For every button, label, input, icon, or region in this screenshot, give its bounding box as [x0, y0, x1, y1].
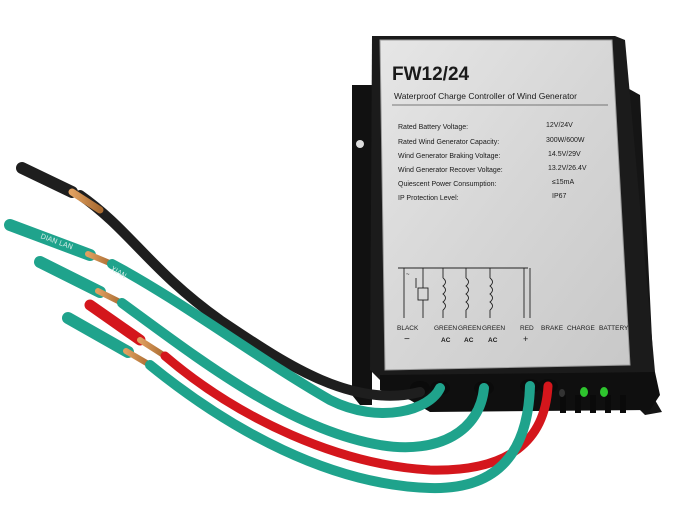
green-wire-1-body	[107, 259, 445, 418]
wires	[4, 162, 553, 494]
status-leds	[559, 387, 608, 397]
spec-name: IP Protection Level:	[398, 195, 459, 202]
terminal-labels: BLACK − GREEN AC GREEN AC GREEN AC RED +…	[397, 325, 629, 345]
mount-hole-left	[356, 140, 364, 148]
terminal-red: RED	[520, 325, 534, 332]
label-plate: FW12/24 Waterproof Charge Controller of …	[379, 39, 631, 371]
product-subtitle: Waterproof Charge Controller of Wind Gen…	[394, 91, 577, 101]
red-wire	[84, 299, 146, 346]
green-wire-1	[4, 219, 96, 261]
black-wire	[75, 190, 425, 401]
black-wire-copper	[68, 188, 104, 214]
terminal-green-3-ac: AC	[488, 337, 498, 344]
battery-led	[600, 387, 608, 397]
spec-value: 14.5V/29V	[548, 151, 581, 158]
spec-name: Rated Battery Voltage:	[398, 124, 468, 131]
terminal-brake: BRAKE	[541, 325, 564, 332]
terminal-battery: BATTERY	[599, 325, 629, 332]
spec-name: Rated Wind Generator Capacity:	[398, 139, 499, 146]
terminal-green-1-ac: AC	[441, 337, 451, 344]
spec-value: IP67	[552, 193, 567, 200]
spec-value: 13.2V/26.4V	[548, 165, 587, 172]
charge-led	[580, 387, 588, 397]
model-number: FW12/24	[392, 64, 470, 85]
schematic-mark: ~	[406, 272, 410, 278]
green-wire-2	[34, 256, 106, 298]
spec-name: Wind Generator Recover Voltage:	[398, 167, 503, 174]
terminal-green-2: GREEN	[458, 325, 481, 332]
spec-list: Rated Battery Voltage: 12V/24V Rated Win…	[398, 122, 587, 202]
terminal-red-sign: +	[523, 334, 528, 344]
green-wire-3-body	[145, 360, 535, 494]
terminal-green-1: GREEN	[434, 325, 457, 332]
wiring-diagram: ~	[398, 267, 531, 318]
terminal-charge: CHARGE	[567, 325, 595, 332]
terminal-green-2-ac: AC	[464, 337, 474, 344]
spec-value: 300W/600W	[546, 137, 585, 144]
spec-value: ≤15mA	[552, 179, 574, 186]
terminal-black-sign: −	[404, 334, 410, 345]
spec-value: 12V/24V	[546, 122, 573, 129]
green-wire-2-body	[117, 298, 489, 453]
black-wire-jacket	[16, 162, 78, 198]
terminal-black: BLACK	[397, 325, 419, 332]
heatsink-fins	[560, 395, 626, 413]
green-wire-3	[62, 312, 134, 358]
brake-led	[559, 389, 565, 397]
spec-name: Quiescent Power Consumption:	[398, 181, 496, 188]
red-wire-body	[160, 351, 553, 475]
red-wire-copper	[137, 337, 168, 359]
terminal-green-3: GREEN	[482, 325, 505, 332]
spec-name: Wind Generator Braking Voltage:	[398, 153, 500, 160]
